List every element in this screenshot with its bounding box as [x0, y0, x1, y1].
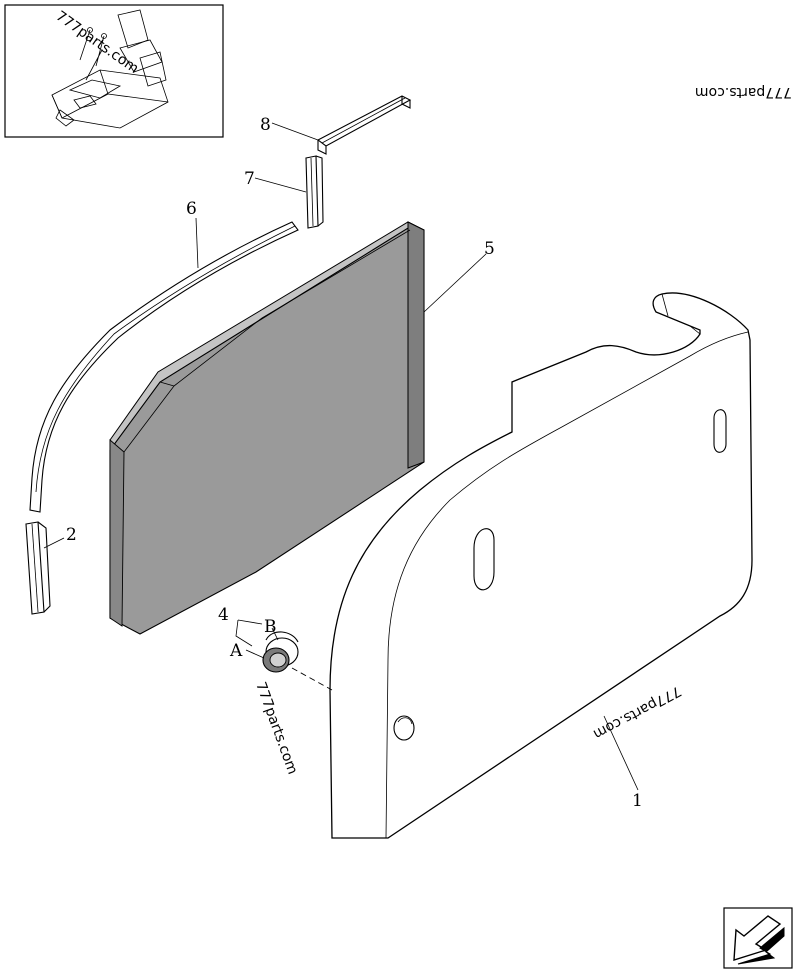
part-2-vertical-seal	[25, 521, 65, 615]
callout-6: 6	[186, 199, 197, 219]
part-7-vertical-seal	[254, 155, 324, 229]
part-8-seal-strip	[271, 95, 412, 155]
callout-7: 7	[244, 169, 255, 189]
panel-outline	[329, 292, 753, 839]
callout-2: 2	[66, 525, 77, 545]
callout-5: 5	[484, 239, 495, 259]
callout-A: A	[229, 641, 243, 661]
part-5-insulation-pad	[109, 221, 487, 635]
machine-cab-thumbnail	[51, 9, 169, 129]
part-4-grommet	[235, 619, 333, 691]
part-6-curved-seal	[29, 217, 299, 513]
callout-8: 8	[260, 115, 271, 135]
callout-4: 4	[218, 605, 229, 625]
locator-inset: 777parts.com	[4, 4, 224, 138]
center-watermark: 777parts.com	[252, 680, 300, 777]
callout-1: 1	[632, 791, 643, 811]
callout-B: B	[264, 617, 277, 637]
top-right-watermark: 777parts.com	[695, 84, 792, 100]
next-page-arrow-icon[interactable]	[723, 907, 793, 969]
part-1-side-panel	[329, 292, 753, 839]
